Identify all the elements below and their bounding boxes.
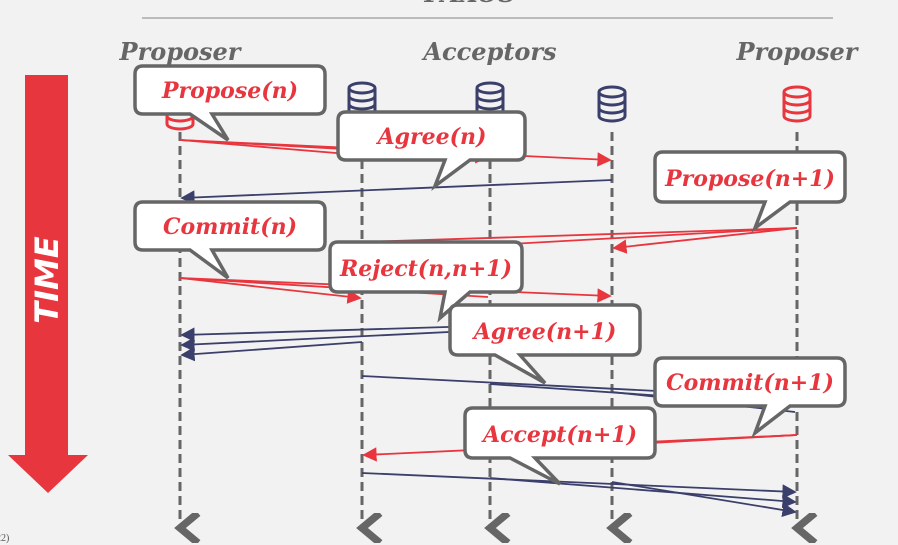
callout-propose-n: Propose(n): [133, 64, 327, 142]
callout-propose-n1: Propose(n+1): [653, 150, 847, 234]
right-proposer-database-icon: [782, 85, 812, 123]
propose-n1-arrows: [363, 227, 798, 254]
svg-text:Propose(n): Propose(n): [161, 78, 298, 104]
left-proposer-header: Proposer: [119, 37, 243, 66]
callout-commit-n: Commit(n): [133, 200, 327, 280]
accept-n1-arrows: [361, 472, 797, 518]
svg-text:Commit(n): Commit(n): [163, 214, 297, 240]
slide-title: PAXOS: [423, 0, 515, 8]
svg-text:Commit(n+1): Commit(n+1): [666, 370, 834, 396]
time-arrow: TIME: [8, 75, 88, 493]
footnote: 22): [0, 533, 9, 544]
callout-agree-n1: Agree(n+1): [448, 303, 642, 385]
agree-n-arrows: [180, 179, 613, 205]
callout-commit-n1: Commit(n+1): [653, 356, 847, 439]
svg-text:Reject(n,n+1): Reject(n,n+1): [339, 256, 512, 282]
callout-agree-n: Agree(n): [336, 110, 527, 192]
svg-text:Agree(n): Agree(n): [376, 124, 487, 150]
svg-text:Propose(n+1): Propose(n+1): [664, 166, 835, 192]
callout-reject: Reject(n,n+1): [328, 240, 524, 323]
svg-text:Agree(n+1): Agree(n+1): [472, 319, 617, 345]
acceptors-header: Acceptors: [421, 37, 557, 66]
svg-text:Accept(n+1): Accept(n+1): [481, 422, 637, 448]
acceptor-3-database-icon: [597, 85, 627, 123]
time-label: TIME: [28, 236, 66, 324]
right-proposer-header: Proposer: [736, 37, 860, 66]
callout-accept-n1: Accept(n+1): [463, 406, 657, 486]
